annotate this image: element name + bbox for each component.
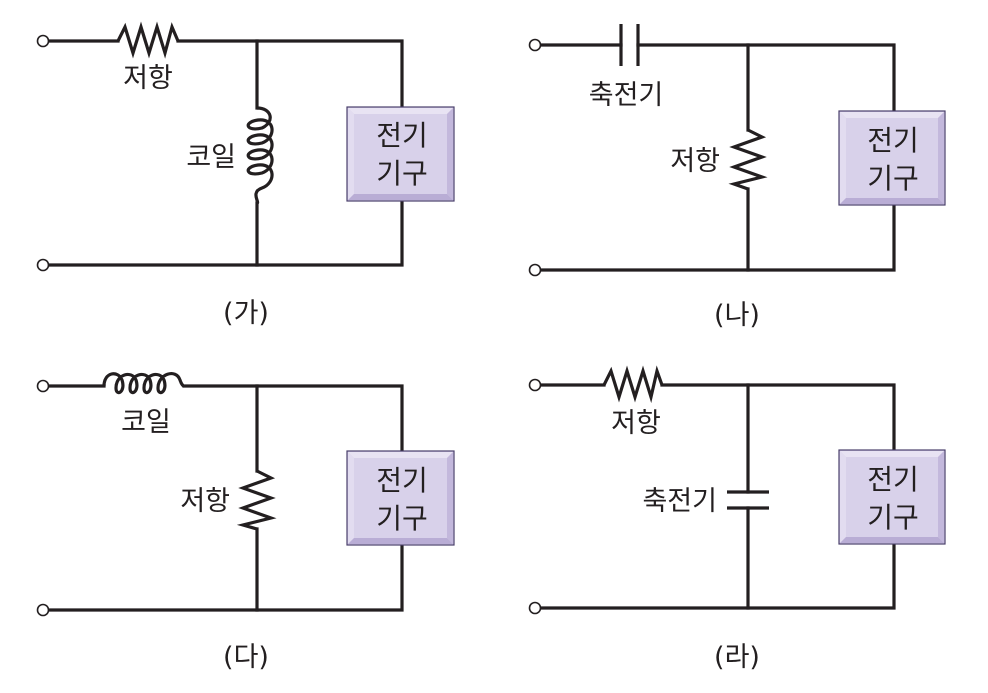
input-terminal-bottom [528, 263, 542, 277]
circuit-caption: (가) [223, 298, 269, 329]
load-label-line2: 기구 [376, 157, 428, 190]
circuit-na: 전기 기구 축전기 저항 (나) [528, 24, 946, 331]
circuit-da: 전기 기구 코일 저항 (다) [36, 371, 455, 673]
series-component-label: 저항 [123, 63, 173, 94]
load-label-line1: 전기 [376, 464, 428, 497]
load-label-line1: 전기 [376, 119, 428, 152]
circuit-ra: 전기 기구 저항 축전기 (라) [528, 365, 946, 673]
top-wire-right [636, 43, 896, 113]
load-box-electric-appliance: 전기 기구 [838, 110, 946, 206]
resistor-icon [602, 365, 664, 404]
inductor-icon [246, 106, 274, 205]
series-component-label: 코일 [121, 407, 171, 438]
bottom-wire [46, 199, 404, 267]
inductor-icon [102, 371, 185, 395]
input-terminal-top [36, 379, 50, 393]
capacitor-icon [727, 490, 769, 510]
resistor-icon [728, 128, 768, 191]
load-label-line1: 전기 [867, 124, 919, 157]
input-terminal-top [36, 34, 50, 48]
shunt-component-label: 코일 [186, 142, 236, 173]
input-terminal-bottom [528, 601, 542, 615]
load-label-line2: 기구 [867, 501, 919, 534]
shunt-component-label: 저항 [670, 146, 720, 177]
input-terminal-bottom [36, 258, 50, 272]
load-label-line2: 기구 [376, 502, 428, 535]
circuit-caption: (다) [223, 642, 269, 673]
top-wire-right [660, 383, 896, 452]
load-label-line2: 기구 [867, 162, 919, 195]
bottom-wire [538, 204, 896, 272]
circuit-caption: (라) [714, 642, 760, 673]
top-wire-right [176, 39, 404, 109]
series-component-label: 축전기 [589, 80, 664, 111]
shunt-component-label: 축전기 [642, 486, 717, 517]
load-box-electric-appliance: 전기 기구 [346, 450, 455, 546]
load-box-electric-appliance: 전기 기구 [346, 106, 455, 202]
series-component-label: 저항 [611, 408, 661, 439]
circuit-caption: (나) [714, 300, 760, 331]
capacitor-icon [619, 24, 640, 66]
load-label-line1: 전기 [867, 463, 919, 496]
bottom-wire [538, 542, 896, 610]
top-wire-right [182, 384, 404, 453]
load-box-electric-appliance: 전기 기구 [838, 449, 946, 545]
bottom-wire [46, 543, 404, 612]
input-terminal-top [528, 38, 542, 52]
circuit-ga: 전기 기구 저항 코일 (가) [36, 21, 455, 329]
resistor-icon [116, 21, 180, 59]
input-terminal-bottom [36, 603, 50, 617]
shunt-component-label: 저항 [180, 486, 230, 517]
resistor-icon [236, 469, 277, 531]
input-terminal-top [528, 378, 542, 392]
